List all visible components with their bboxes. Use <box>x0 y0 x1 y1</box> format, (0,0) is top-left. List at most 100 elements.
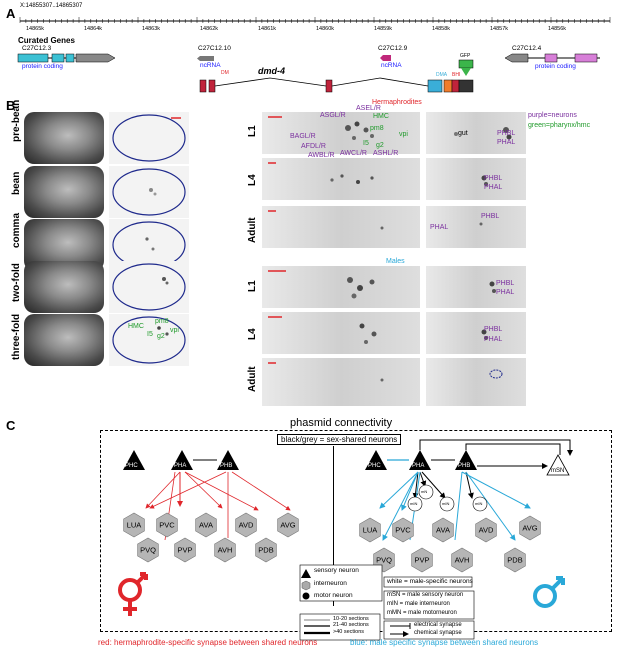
syn-electrical: electrical synapse <box>414 622 462 628</box>
abbrev-mmn: mMN = male motorneuron <box>387 610 457 616</box>
herm-ava-node <box>195 512 217 538</box>
ruler-label-3: 14862k <box>200 26 218 32</box>
male-phc-label: PHC <box>368 463 381 469</box>
gene-name-1: C27C12.3 <box>22 45 52 52</box>
herm-avg-label: AVG <box>280 521 295 530</box>
l4-phbl: PHBL <box>484 175 503 182</box>
male-pdb-node <box>504 547 526 573</box>
ruler-label-8: 14857k <box>490 26 508 32</box>
male-avg-label: AVG <box>522 524 537 533</box>
gene-c27c12-3 <box>17 53 116 63</box>
ruler-label-6: 14859k <box>374 26 392 32</box>
herm-pvq-label: PVQ <box>140 546 156 555</box>
connectivity-title: phasmid connectivity <box>290 417 393 429</box>
gfp-label: GFP <box>460 53 471 59</box>
male-pvc-label: PVC <box>395 526 411 535</box>
embryo-fluor-prebean <box>109 112 189 164</box>
male-avh-node <box>451 547 473 573</box>
herm-avd-label: AVD <box>239 521 254 530</box>
ruler-label-2: 14863k <box>142 26 160 32</box>
male-pdb-label: PDB <box>507 556 522 565</box>
male-msn-label: mSN <box>551 468 565 474</box>
l1-g2: g2 <box>376 142 384 149</box>
neuron-bag: BAGL/R <box>290 133 316 140</box>
male-pha-node <box>409 450 431 470</box>
gene-c27c12-9 <box>380 55 391 61</box>
tf-hmc: HMC <box>128 323 144 330</box>
herm-pvc-node <box>156 512 178 538</box>
herm-ava-label: AVA <box>199 521 213 530</box>
ruler-label-1: 14864k <box>84 26 102 32</box>
male-l1-phbl: PHBL <box>496 280 515 287</box>
panel-b-label: B <box>6 98 16 113</box>
male-msn-node <box>546 454 570 476</box>
male-phb-label: PHB <box>458 463 471 469</box>
footer-blue: blue: male specific synapse between shar… <box>350 638 539 647</box>
l1-pm8: pm8 <box>370 125 384 132</box>
neuron-asg: ASGL/R <box>320 112 346 119</box>
herm-l4-tail <box>426 158 526 200</box>
male-phc-node <box>365 450 387 470</box>
shared-note: black/grey = sex-shared neurons <box>277 434 402 445</box>
male-avh-label: AVH <box>455 556 470 565</box>
herm-pvp-node <box>174 537 196 563</box>
male-lua-label: LUA <box>363 526 378 535</box>
male-l4-phbl: PHBL <box>484 326 503 333</box>
male-avg-node <box>519 515 541 541</box>
herm-lua-node <box>123 512 145 538</box>
legend-sec-1: 10-20 sections <box>333 616 369 622</box>
neuron-ase: ASEL/R <box>356 105 381 112</box>
herm-pdb-node <box>255 537 277 563</box>
white-note: white = male-specific neurons <box>387 578 473 585</box>
syn-chemical: chemical synapse <box>414 630 462 636</box>
herm-phc-label: PHC <box>125 463 138 469</box>
male-mn-label: mN <box>421 489 428 494</box>
neuron-awc: AWCL/R <box>340 150 367 157</box>
neuron-afd: AFDL/R <box>301 143 326 150</box>
embryo-fluor-twofold <box>109 261 189 313</box>
dm-label: DM <box>221 70 229 76</box>
herm-adult-tail <box>426 206 526 248</box>
legend-sec-2: 21-40 sections <box>333 622 369 628</box>
male-l4-head <box>262 312 420 354</box>
male-pvp-label: PVP <box>414 556 429 565</box>
l1-vpi: vpi <box>399 131 408 138</box>
embryo-dic-twofold <box>24 261 104 313</box>
male-min-label-1: mIN <box>410 501 418 506</box>
coord-range: X:14855307..14865307 <box>20 3 83 9</box>
male-l4-tail <box>426 312 526 354</box>
ruler-label-0: 14865k <box>26 26 44 32</box>
embryo-dic-threefold <box>24 314 104 366</box>
ruler-label-9: 14856k <box>548 26 566 32</box>
tf-i5: I5 <box>147 331 153 338</box>
male-ava-node <box>432 517 454 543</box>
herm-lua-label: LUA <box>127 521 142 530</box>
male-adult-tail <box>426 358 526 406</box>
panel-c-label: C <box>6 418 16 433</box>
male-l1-tail <box>426 266 526 308</box>
tf-g2: g2 <box>157 333 165 340</box>
embryo-fluor-bean <box>109 166 189 218</box>
herm-pvp-label: PVP <box>177 546 192 555</box>
herm-pvq-node <box>137 537 159 563</box>
ruler-label-7: 14858k <box>432 26 450 32</box>
legend-motor: motor neuron <box>314 592 353 599</box>
l1-i5: I5 <box>363 140 369 147</box>
tf-pm8: pm8 <box>155 318 169 325</box>
male-title: Males <box>386 258 405 265</box>
herm-l1-tail <box>426 112 526 154</box>
male-avd-node <box>475 517 497 543</box>
herm-avg-node <box>277 512 299 538</box>
neuron-ash: ASHL/R <box>373 150 399 157</box>
legend-sec-3: >40 sections <box>333 629 365 635</box>
dma-label: DMA <box>436 72 448 78</box>
legend-sensory: sensory neuron <box>314 567 359 574</box>
male-l4-phal: PHAL <box>484 336 503 343</box>
male-phb-node <box>455 450 477 470</box>
gene-c27c12-4 <box>504 53 600 63</box>
sex-divider <box>333 446 334 606</box>
gene-dmd-4 <box>199 59 474 93</box>
